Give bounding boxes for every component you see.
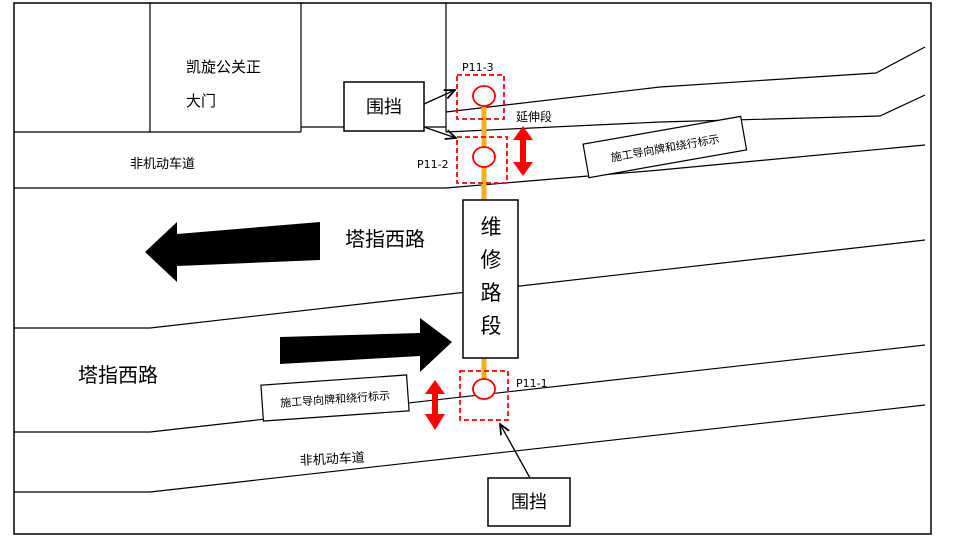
pit-label-p11-2: P11-2 [417, 158, 449, 171]
repair-char-4: 段 [481, 314, 502, 338]
pit-label-p11-3: P11-3 [462, 61, 494, 74]
traffic-arrow-west [145, 222, 320, 282]
repair-char-1: 维 [481, 215, 502, 239]
road-edges [14, 46, 926, 493]
pointer-arrow-top-1 [423, 90, 455, 105]
pit-label-p11-1: P11-1 [516, 377, 548, 390]
pit-p11-3 [456, 74, 505, 120]
repair-char-2: 修 [481, 248, 502, 272]
extension-label: 延伸段 [516, 109, 552, 124]
pit-p11-1 [459, 370, 509, 421]
gate-label-line-2: 大门 [186, 92, 216, 110]
sign-bottom: 施工导向牌和绕行标示 [260, 374, 410, 422]
barrier-callout-top: 围挡 [343, 81, 456, 138]
barrier-label-top: 围挡 [366, 97, 402, 118]
pointer-arrow-top-2 [423, 126, 456, 138]
repair-char-3: 路 [481, 281, 502, 305]
repair-section-box [462, 199, 519, 359]
pit-p11-2 [456, 136, 508, 184]
nonmotor-label-top: 非机动车道 [130, 156, 195, 172]
extent-arrow-top [513, 126, 533, 176]
road-label-upper: 塔指西路 [345, 227, 425, 251]
road-label-lower: 塔指西路 [78, 363, 158, 387]
barrier-callout-bottom: 围挡 [487, 424, 571, 527]
extent-arrow-bottom [425, 380, 445, 430]
sign-top: 施工导向牌和绕行标示 [582, 115, 748, 179]
gate-label-line-1: 凯旋公关正 [186, 58, 261, 76]
nonmotor-label-bottom: 非机动车道 [299, 450, 365, 469]
map-frame [13, 2, 932, 535]
barrier-label-bottom: 围挡 [511, 492, 547, 513]
traffic-arrow-east [280, 318, 452, 372]
pointer-arrow-bottom [500, 424, 531, 479]
